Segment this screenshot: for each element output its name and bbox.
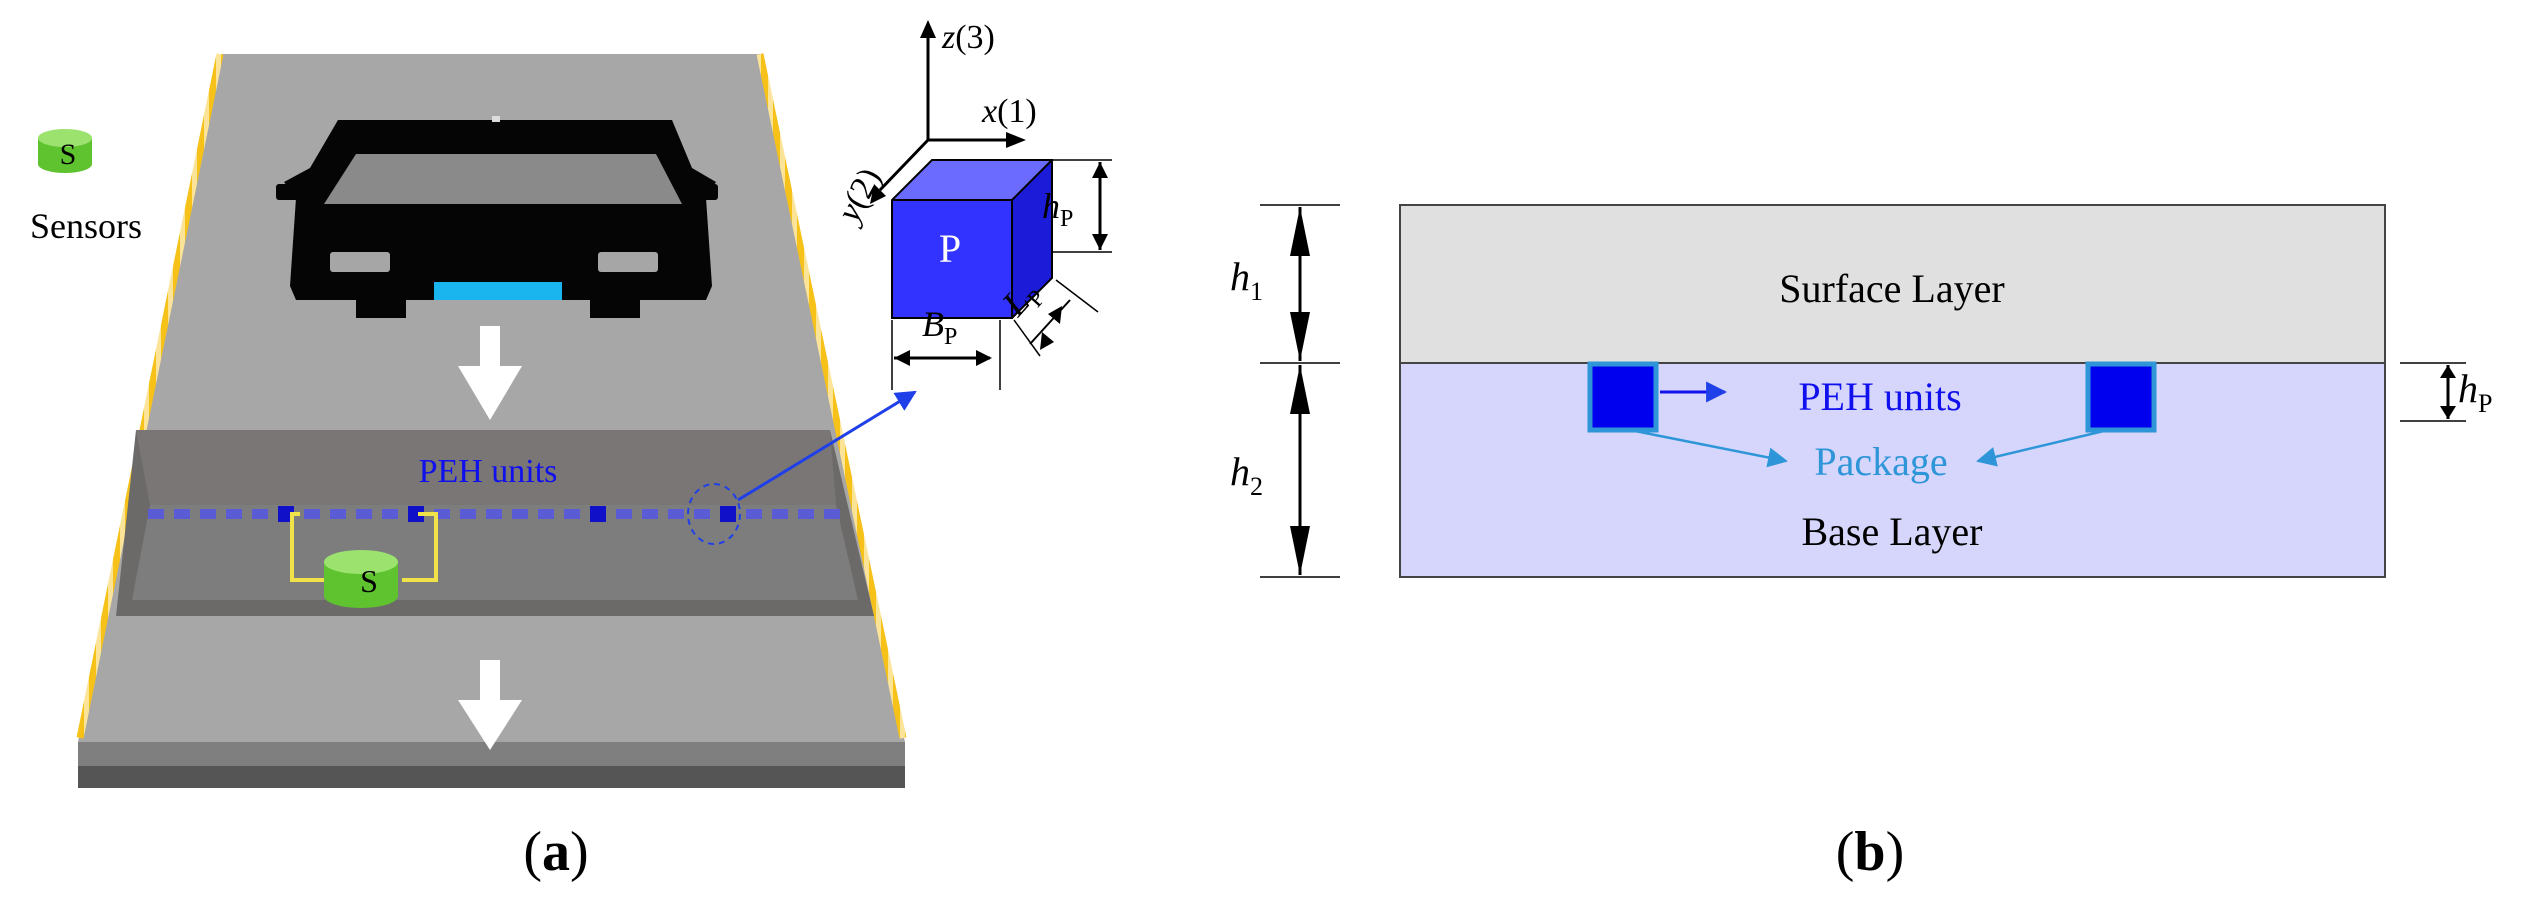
legend-sensor-letter: S (60, 138, 77, 171)
peh-unit-dash (148, 509, 164, 519)
dim-h-label: hP (1042, 186, 1073, 232)
peh-unit-dash (408, 506, 424, 522)
peh-unit-dash (226, 509, 242, 519)
panel-b-label: (b) (1836, 821, 1904, 883)
sensor-letter-road: S (360, 563, 378, 599)
selected-unit-circle (687, 483, 741, 545)
dimension-h2: h2 (1230, 365, 1340, 578)
sensors-caption: Sensors (30, 206, 142, 246)
sensors-legend: S Sensors (30, 129, 142, 246)
car-icon (276, 116, 718, 318)
panel-a: PEH units S (30, 19, 1112, 883)
curb-left (76, 53, 224, 739)
peh-unit-dash (564, 509, 580, 519)
sensor-cylinder-road: S (324, 550, 398, 608)
package-label: Package (1814, 439, 1947, 484)
direction-arrow-upper (458, 326, 522, 420)
hp-label: hP (2458, 366, 2492, 418)
peh-unit-dash (252, 509, 268, 519)
sensor-wire-right (402, 512, 438, 582)
peh-cube: P (891, 159, 1053, 319)
peh-unit-dash (434, 509, 450, 519)
peh-unit-dash (694, 509, 710, 519)
peh-dash-row (148, 506, 840, 522)
dim-b-label: BP (922, 304, 957, 350)
peh-unit-dash (746, 509, 762, 519)
dimension-hp: hP (2400, 362, 2492, 422)
peh-unit-dash (824, 509, 840, 519)
h1-label: h1 (1230, 254, 1263, 306)
h2-label: h2 (1230, 449, 1263, 501)
peh-units-label: PEH units (419, 453, 558, 490)
car-plate (434, 282, 562, 300)
peh-unit-dash (512, 509, 528, 519)
curb-right (756, 53, 907, 739)
peh-unit-dash (668, 509, 684, 519)
direction-arrow-lower (458, 660, 522, 750)
peh-unit-dash (330, 509, 346, 519)
cube-dimension-b: BP (891, 304, 1001, 390)
peh-unit-dash (486, 509, 502, 519)
peh-unit-dash (382, 509, 398, 519)
peh-unit-dash (200, 509, 216, 519)
base-layer-label: Base Layer (1801, 509, 1982, 554)
zoom-arrow (737, 390, 917, 502)
base-layer (1399, 362, 2386, 578)
axis-z-label: z(3) (941, 19, 995, 56)
peh-unit-right (2085, 361, 2157, 433)
peh-unit-dash (616, 509, 632, 519)
sensor-wire (290, 512, 330, 582)
peh-unit-dash (720, 506, 736, 522)
peh-trench-lip (136, 430, 836, 505)
dimension-h1: h1 (1230, 204, 1340, 364)
peh-unit-dash (798, 509, 814, 519)
panel-a-label: (a) (523, 821, 588, 883)
peh-units-label-b: PEH units (1798, 374, 1961, 419)
peh-unit-dash (356, 509, 372, 519)
peh-unit-dash (772, 509, 788, 519)
peh-unit-dash (538, 509, 554, 519)
cube-letter: P (939, 226, 961, 271)
peh-unit-dash (460, 509, 476, 519)
peh-unit-dash (590, 506, 606, 522)
peh-unit-dash (304, 509, 320, 519)
package-pointer-right (1976, 428, 2109, 467)
panel-b: Surface Layer Base Layer PEH units Packa… (1230, 204, 2492, 883)
surface-layer (1399, 204, 2386, 364)
surface-layer-label: Surface Layer (1779, 266, 2004, 311)
axis-y-label: y(2) (829, 162, 889, 230)
peh-unit-left (1587, 361, 1659, 433)
peh-unit-dash (642, 509, 658, 519)
package-pointer-left (1629, 428, 1788, 468)
peh-trench-floor (132, 505, 858, 600)
road-slab-base (78, 766, 905, 788)
cube-dimension-h: hP (1042, 159, 1112, 253)
peh-unit-dash (174, 509, 190, 519)
axis-x-label: x(1) (981, 93, 1037, 130)
